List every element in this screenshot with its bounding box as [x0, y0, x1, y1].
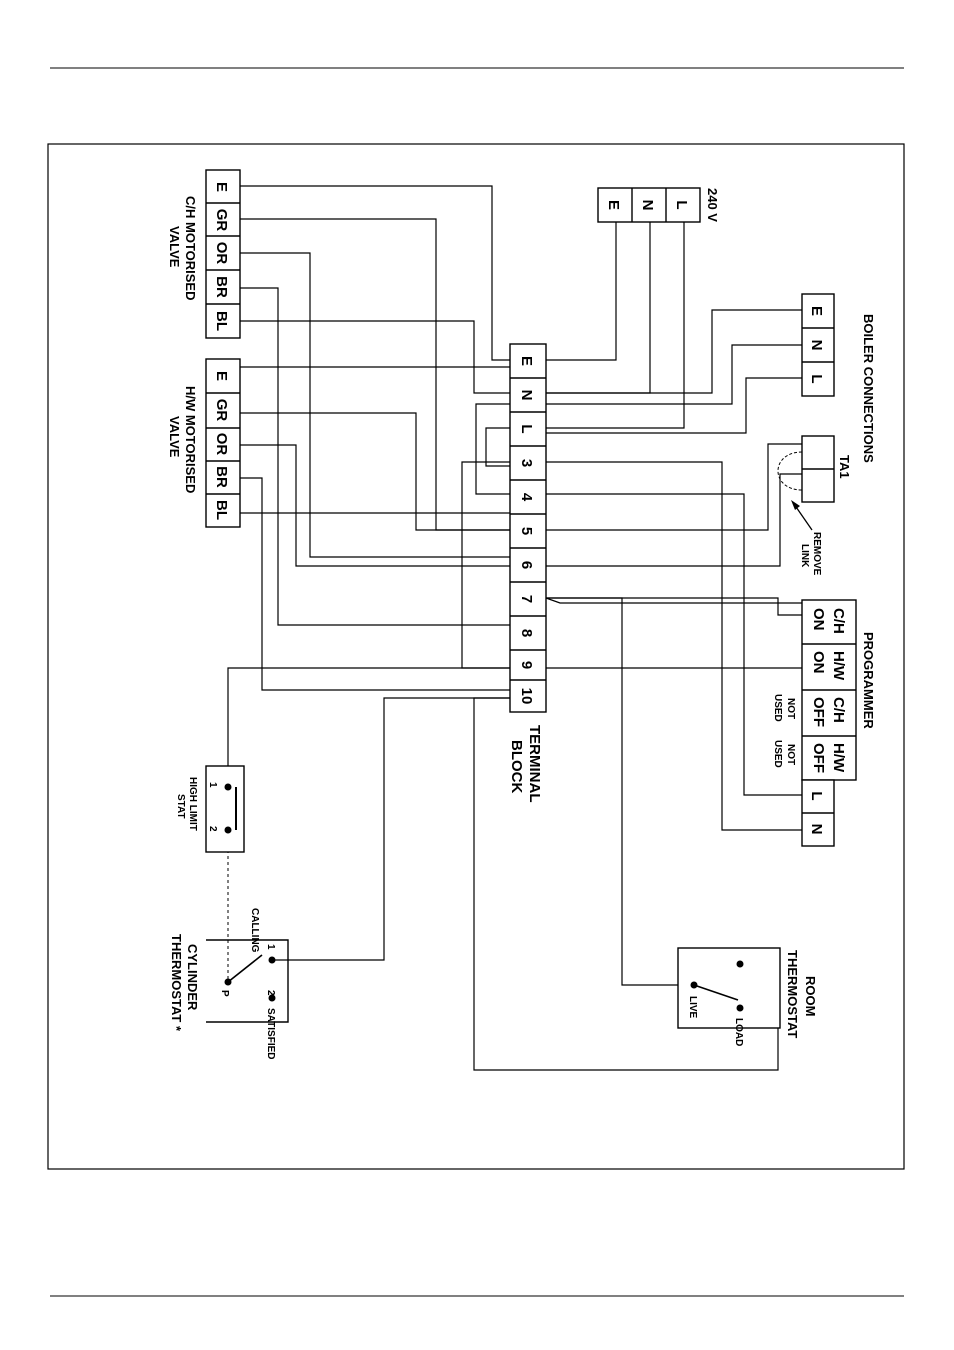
- terminal-block-terminal-l: L: [518, 424, 535, 433]
- supply-terminal-e: E: [605, 200, 622, 210]
- cylinder-terminal-2: 2: [265, 990, 276, 996]
- hw-valve-terminal-gr: GR: [213, 399, 230, 422]
- programmer-col4-note-1: NOT: [785, 744, 796, 765]
- room-thermostat: LIVE LOAD ROOM THERMOSTAT: [677, 947, 818, 1046]
- boiler-terminal-e: E: [808, 306, 825, 316]
- hw-valve-terminal-bl: BL: [213, 500, 230, 520]
- cylinder-title-2: THERMOSTAT *: [169, 934, 184, 1032]
- terminal-block-title-1: TERMINAL: [526, 725, 543, 803]
- cylinder-thermostat: CALLING 1 P 2 SATISFIED CYLINDER THERMOS…: [169, 908, 289, 1059]
- hw-valve-terminal-e: E: [213, 371, 230, 381]
- programmer-col1-top: C/H: [830, 608, 847, 634]
- boiler-title: BOILER CONNECTIONS: [861, 314, 876, 463]
- terminal-block-terminal-n: N: [518, 390, 535, 401]
- hw-valve-terminal-or: OR: [213, 433, 230, 456]
- ch-valve-title-2: VALVE: [167, 226, 182, 268]
- boiler-connections: E N L BOILER CONNECTIONS: [801, 293, 876, 463]
- hw-valve-terminal-br: BR: [213, 466, 230, 488]
- terminal-block-title-2: BLOCK: [508, 740, 525, 793]
- programmer: C/H ON H/W ON C/H OFF H/W OFF NOT USED N…: [772, 599, 876, 847]
- room-stat-live-label: LIVE: [687, 996, 698, 1019]
- terminal-block-terminal-6: 6: [518, 561, 535, 569]
- ch-valve-title-1: C/H MOTORISED: [183, 196, 198, 301]
- supply-voltage-label: 240 V: [705, 188, 720, 222]
- hw-motorised-valve: E GR OR BR BL H/W MOTORISED VALVE: [167, 358, 241, 528]
- boiler-terminal-n: N: [808, 340, 825, 351]
- cylinder-terminal-p: P: [219, 990, 230, 997]
- programmer-col4-note-2: USED: [772, 740, 783, 768]
- high-limit-terminal-2: 2: [207, 826, 218, 832]
- ta1-label: TA1: [837, 455, 852, 479]
- high-limit-terminal-1: 1: [207, 782, 218, 788]
- terminal-block-terminal-3: 3: [518, 459, 535, 467]
- supply-terminal-n: N: [639, 200, 656, 211]
- cylinder-title-1: CYLINDER: [185, 944, 200, 1011]
- programmer-col3-note-1: NOT: [785, 698, 796, 719]
- diagram-frame: [47, 143, 905, 1170]
- room-stat-load-label: LOAD: [733, 1018, 744, 1046]
- programmer-col3-bottom: OFF: [810, 697, 827, 727]
- ta1-block: TA1 REMOVE LINK: [777, 435, 852, 576]
- high-limit-stat: 1 2 HIGH LIMIT STAT: [175, 765, 245, 853]
- terminal-block-terminal-9: 9: [518, 661, 535, 669]
- remove-link-label-2: LINK: [799, 544, 810, 568]
- programmer-col3-note-2: USED: [772, 694, 783, 722]
- room-stat-title-2: THERMOSTAT: [785, 950, 800, 1038]
- cylinder-calling-label: CALLING: [249, 908, 260, 953]
- high-limit-title-2: STAT: [175, 794, 186, 819]
- terminal-block-terminal-8: 8: [518, 629, 535, 637]
- terminal-block-terminal-4: 4: [518, 493, 535, 502]
- cylinder-terminal-1: 1: [265, 944, 276, 950]
- programmer-title: PROGRAMMER: [861, 632, 876, 729]
- supply-240v: E N L 240 V: [597, 187, 720, 223]
- ch-valve-terminal-or: OR: [213, 242, 230, 265]
- ch-valve-terminal-e: E: [213, 182, 230, 192]
- room-stat-title-1: ROOM: [803, 976, 818, 1016]
- hw-valve-title-2: VALVE: [167, 416, 182, 458]
- terminal-block-terminal-10: 10: [518, 688, 535, 705]
- programmer-col2-bottom: ON: [810, 651, 827, 674]
- terminal-block: E N L 3 4 5 6 7 8 9 10 TERMINAL BLOCK: [508, 343, 547, 803]
- hw-valve-title-1: H/W MOTORISED: [183, 386, 198, 493]
- high-limit-title-1: HIGH LIMIT: [187, 777, 198, 831]
- programmer-col4-bottom: OFF: [810, 743, 827, 773]
- boiler-terminal-l: L: [808, 374, 825, 383]
- ch-valve-terminal-br: BR: [213, 276, 230, 298]
- ch-valve-terminal-bl: BL: [213, 311, 230, 331]
- programmer-col1-bottom: ON: [810, 608, 827, 631]
- programmer-col4-top: H/W: [830, 743, 847, 773]
- ch-motorised-valve: E GR OR BR BL C/H MOTORISED VALVE: [167, 169, 241, 339]
- terminal-block-terminal-e: E: [518, 356, 535, 366]
- terminal-block-terminal-7: 7: [518, 595, 535, 603]
- terminal-block-terminal-5: 5: [518, 527, 535, 535]
- programmer-col3-top: C/H: [830, 697, 847, 723]
- programmer-terminal-l: L: [808, 791, 825, 800]
- cylinder-satisfied-label: SATISFIED: [265, 1008, 276, 1059]
- remove-link-label-1: REMOVE: [811, 532, 822, 576]
- ch-valve-terminal-gr: GR: [213, 209, 230, 232]
- supply-terminal-l: L: [673, 200, 690, 209]
- programmer-terminal-n: N: [808, 824, 825, 835]
- programmer-col2-top: H/W: [830, 651, 847, 681]
